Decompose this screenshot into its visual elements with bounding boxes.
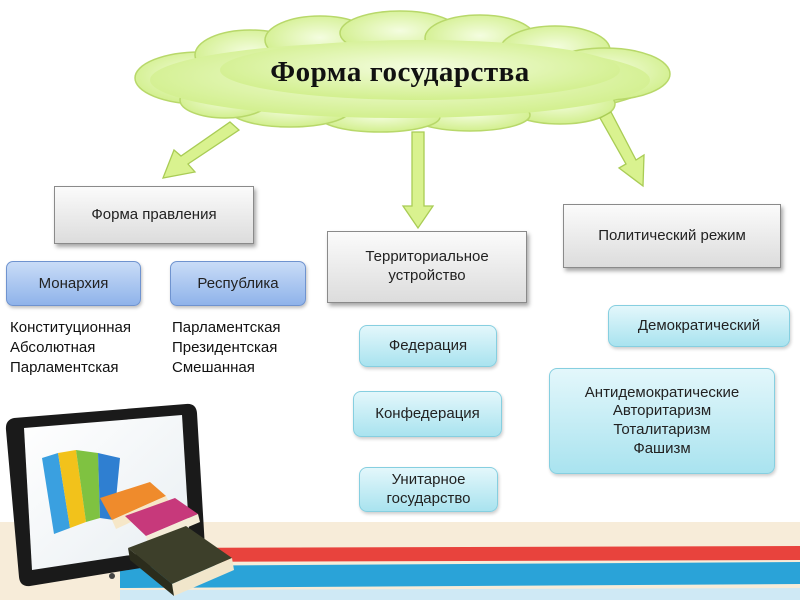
political-regime-box: Политический режим bbox=[563, 204, 781, 268]
monarchy-box: Монархия bbox=[6, 261, 141, 306]
unitary-state-box: Унитарное государство bbox=[359, 467, 498, 512]
arrow-to-territorial bbox=[401, 131, 435, 230]
government-form-label: Форма правления bbox=[91, 205, 217, 223]
government-form-box: Форма правления bbox=[54, 186, 254, 244]
confederation-box: Конфедерация bbox=[353, 391, 502, 437]
unitary-state-label: Унитарное государство bbox=[386, 470, 471, 507]
democratic-label: Демократический bbox=[637, 316, 761, 334]
federation-box: Федерация bbox=[359, 325, 497, 367]
republic-type: Смешанная bbox=[172, 359, 255, 376]
monarchy-label: Монархия bbox=[38, 275, 109, 292]
republic-types-list: Парламентская Президентская Смешанная bbox=[172, 318, 308, 378]
federation-label: Федерация bbox=[388, 336, 468, 354]
monarchy-type: Абсолютная bbox=[10, 339, 96, 356]
monarchy-types-list: Конституционная Абсолютная Парламентская bbox=[10, 318, 162, 378]
republic-type: Президентская bbox=[172, 339, 278, 356]
republic-label: Республика bbox=[197, 275, 279, 292]
confederation-label: Конфедерация bbox=[375, 404, 480, 422]
tablet-icon bbox=[5, 403, 234, 596]
monarchy-type: Конституционная bbox=[10, 319, 131, 336]
arrow-to-political-regime bbox=[599, 111, 645, 188]
antidemocratic-box: Антидемократические Авторитаризм Тоталит… bbox=[549, 368, 775, 474]
republic-box: Республика bbox=[170, 261, 306, 306]
political-regime-label: Политический режим bbox=[598, 226, 746, 244]
territorial-label: Территориальное устройство bbox=[365, 248, 489, 284]
books-icon bbox=[42, 450, 234, 596]
antidemocratic-type: Авторитаризм bbox=[612, 402, 712, 420]
republic-type: Парламентская bbox=[172, 319, 281, 336]
monarchy-type: Парламентская bbox=[10, 359, 119, 376]
title-cloud bbox=[134, 10, 671, 133]
arrow-to-government-form bbox=[161, 121, 241, 179]
antidemocratic-type: Фашизм bbox=[633, 439, 691, 457]
antidemocratic-label: Антидемократические bbox=[584, 383, 740, 401]
antidemocratic-type: Тоталитаризм bbox=[613, 421, 711, 438]
democratic-box: Демократический bbox=[608, 305, 790, 347]
diagram-title: Форма государства bbox=[270, 56, 530, 88]
territorial-box: Территориальное устройство bbox=[327, 231, 527, 303]
